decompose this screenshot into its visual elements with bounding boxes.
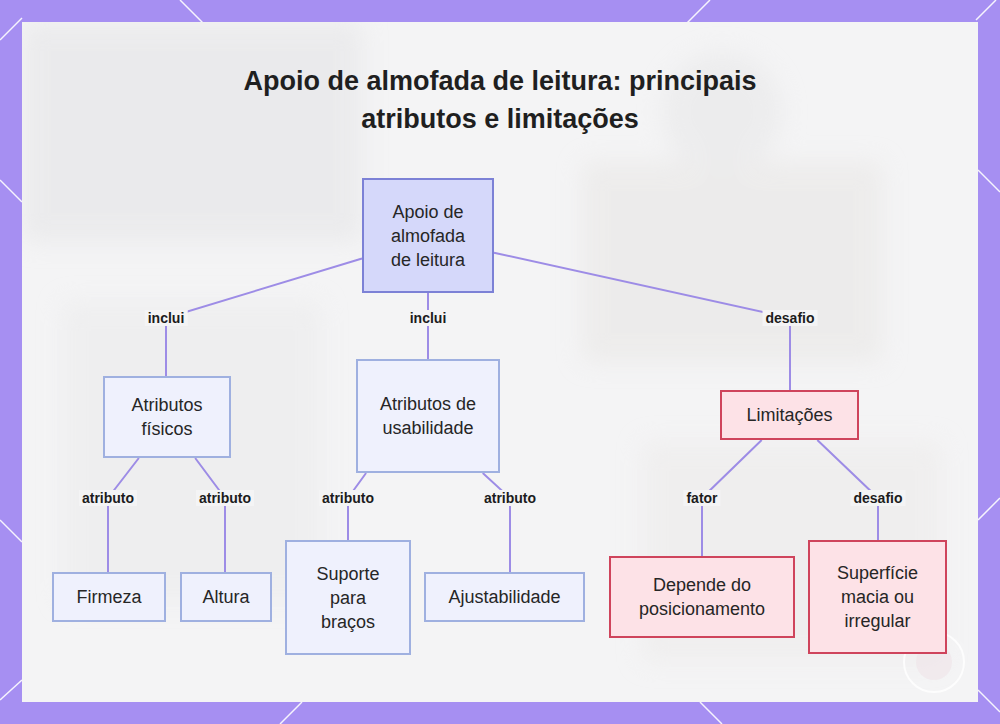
- limitation-box: Depende do posicionamento: [609, 556, 795, 638]
- connector-line: [427, 293, 429, 359]
- category-box: Atributos físicos: [103, 376, 231, 458]
- edge-label: atributo: [196, 490, 254, 506]
- category-box: Atributos de usabilidade: [356, 359, 500, 473]
- root-box: Apoio de almofada de leitura: [362, 178, 494, 293]
- edge-label: desafio: [762, 310, 817, 326]
- connector-line: [494, 253, 790, 390]
- edge-label: inclui: [407, 310, 450, 326]
- edge-label: atributo: [319, 490, 377, 506]
- connector-line: [195, 458, 225, 572]
- node-text: Atributos de usabilidade: [375, 392, 481, 440]
- node-text: Atributos físicos: [119, 393, 215, 441]
- attribute-box: Ajustabilidade: [424, 572, 585, 622]
- node-text: Superfície macia ou irregular: [829, 561, 926, 633]
- node-text: Altura: [202, 585, 249, 609]
- attribute-box: Firmeza: [52, 572, 166, 622]
- node-text: Apoio de almofada de leitura: [382, 200, 474, 272]
- attribute-box: Suporte para braços: [285, 540, 411, 655]
- edge-label: atributo: [79, 490, 137, 506]
- connector-line: [348, 473, 366, 540]
- connector-line: [166, 259, 362, 377]
- edge-label: atributo: [481, 490, 539, 506]
- node-text: Limitações: [746, 403, 832, 427]
- limitation-box: Superfície macia ou irregular: [808, 540, 947, 654]
- connector-line: [483, 473, 510, 572]
- node-text: Ajustabilidade: [448, 585, 560, 609]
- attribute-box: Altura: [180, 572, 272, 622]
- edge-label: inclui: [145, 310, 188, 326]
- edge-label: fator: [683, 490, 720, 506]
- connector-line: [108, 458, 139, 572]
- node-text: Depende do posicionamento: [629, 573, 775, 621]
- node-text: Suporte para braços: [305, 562, 391, 634]
- diagram-title: Apoio de almofada de leitura: principais…: [220, 62, 780, 138]
- node-text: Firmeza: [76, 585, 141, 609]
- edge-label: desafio: [850, 490, 905, 506]
- limitation-box: Limitações: [720, 390, 859, 440]
